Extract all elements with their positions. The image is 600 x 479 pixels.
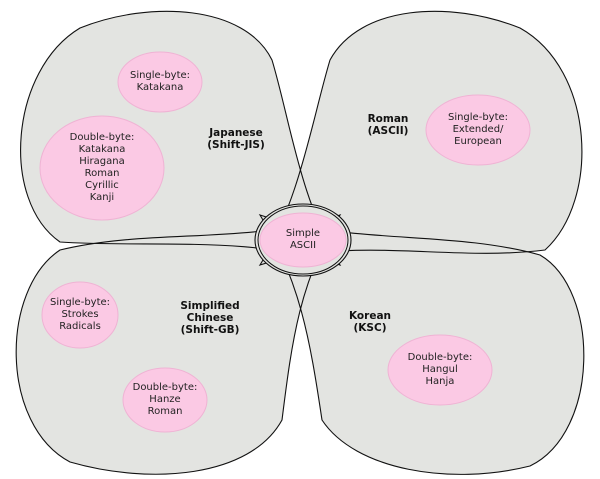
roman-title: Roman(ASCII)	[367, 113, 409, 137]
chinese-lobe	[16, 215, 341, 475]
japanese-single-byte: Single-byte:Katakana	[129, 70, 191, 93]
roman-lobe	[260, 11, 582, 266]
japanese-title: Japanese(Shift-JIS)	[207, 127, 265, 151]
roman-single-byte: Single-byte:Extended/European	[447, 112, 509, 147]
korean-title: Korean(KSC)	[348, 310, 392, 334]
center-ring	[254, 203, 352, 277]
